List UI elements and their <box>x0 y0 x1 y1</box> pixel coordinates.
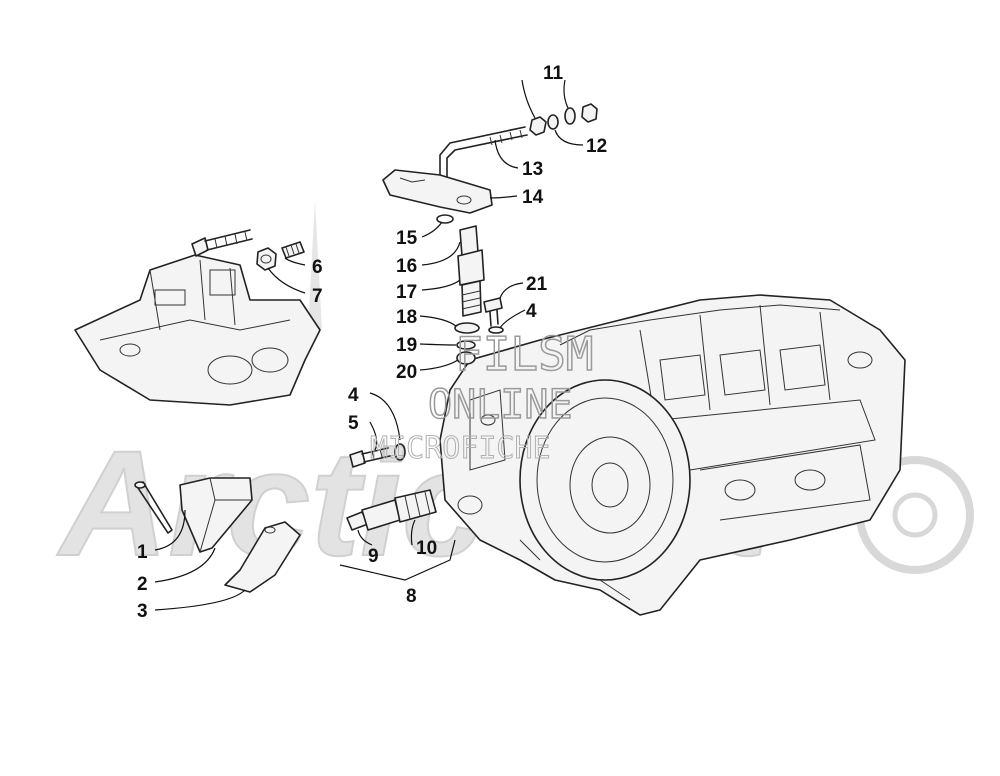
engine-bracket-assembly <box>74 254 321 406</box>
sensor-body-10 <box>394 489 437 523</box>
shaft-16-17 <box>457 225 485 317</box>
washer-19 <box>456 340 476 350</box>
callout-7: 7 <box>312 286 323 307</box>
callout-5: 5 <box>348 413 359 434</box>
callout-15: 15 <box>396 228 418 249</box>
cable-bracket-13 <box>439 126 528 179</box>
watermark-spire-icon <box>308 200 322 330</box>
watermark-line-2: ONLINE <box>428 382 573 428</box>
washer-4-upper <box>488 326 504 334</box>
cover-3 <box>224 521 301 593</box>
callout-17: 17 <box>396 282 417 303</box>
callout-4-upper: 4 <box>526 301 537 322</box>
callout-18: 18 <box>396 307 417 328</box>
watermark-line-1: FILSM <box>455 327 593 381</box>
callout-11: 11 <box>543 63 564 84</box>
callout-12: 12 <box>586 136 607 157</box>
callout-14: 14 <box>522 187 544 208</box>
callout-labels: 1 2 3 4 5 6 7 8 9 10 11 12 13 14 15 16 1… <box>137 63 607 622</box>
callout-21: 21 <box>526 274 548 295</box>
stud-6 <box>281 241 305 259</box>
callout-6: 6 <box>312 257 323 278</box>
washer-4-lower <box>394 443 406 461</box>
bolt-5 <box>349 447 391 468</box>
bracket-bolt <box>191 229 253 257</box>
nut-7 <box>256 247 277 271</box>
seal-20 <box>456 351 476 365</box>
callout-9: 9 <box>368 546 379 567</box>
flywheel-housing <box>519 379 691 581</box>
callout-20: 20 <box>396 362 417 383</box>
probe-1 <box>134 481 173 534</box>
clip-15 <box>436 214 454 224</box>
callout-8: 8 <box>406 586 417 607</box>
throttle-plate-14 <box>382 169 493 214</box>
callout-16: 16 <box>396 256 417 277</box>
watermark-line-3: MICROFICHE <box>370 431 551 466</box>
watermark-text: FILSM ONLINE MICROFICHE <box>370 326 595 466</box>
callout-2: 2 <box>137 574 148 595</box>
bolt-21 <box>483 297 503 327</box>
callout-10: 10 <box>416 538 437 559</box>
callout-13: 13 <box>522 159 543 180</box>
washer-18 <box>454 322 480 334</box>
nut-washers-11-12 <box>529 103 598 136</box>
engine-crankcase <box>439 294 906 616</box>
leader-lines <box>154 79 584 611</box>
callout-19: 19 <box>396 335 417 356</box>
callout-4-lower: 4 <box>348 385 359 406</box>
callout-3: 3 <box>137 601 148 622</box>
callout-1: 1 <box>137 542 148 563</box>
